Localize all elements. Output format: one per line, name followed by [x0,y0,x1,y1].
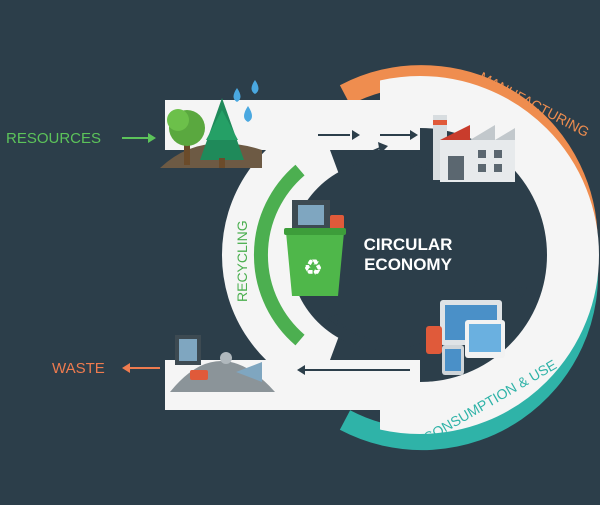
arrow-bottom-inner [334,319,406,347]
recycling-label: RECYCLING [234,220,250,302]
resources-label: RESOURCES [6,130,101,147]
resources-arrow [122,133,156,143]
factory-icon [433,115,515,182]
flow-arrows [297,130,527,375]
arrow-inner-top [329,147,381,191]
recycling-arc [253,164,305,346]
center-title-line1: CIRCULAR [364,235,453,254]
waste-pile-icon [170,335,275,392]
svg-text:♻: ♻ [303,255,323,280]
devices-icon [426,300,505,375]
center-hub [290,160,480,350]
waste-label: WASTE [52,360,105,377]
recycle-bin-icon: ♻ [284,200,346,296]
tree-icon [160,98,262,168]
center-title-line2: ECONOMY [364,255,453,274]
arrow-right [519,219,527,291]
waste-arrow [122,363,160,373]
water-drop-icon [233,80,259,122]
